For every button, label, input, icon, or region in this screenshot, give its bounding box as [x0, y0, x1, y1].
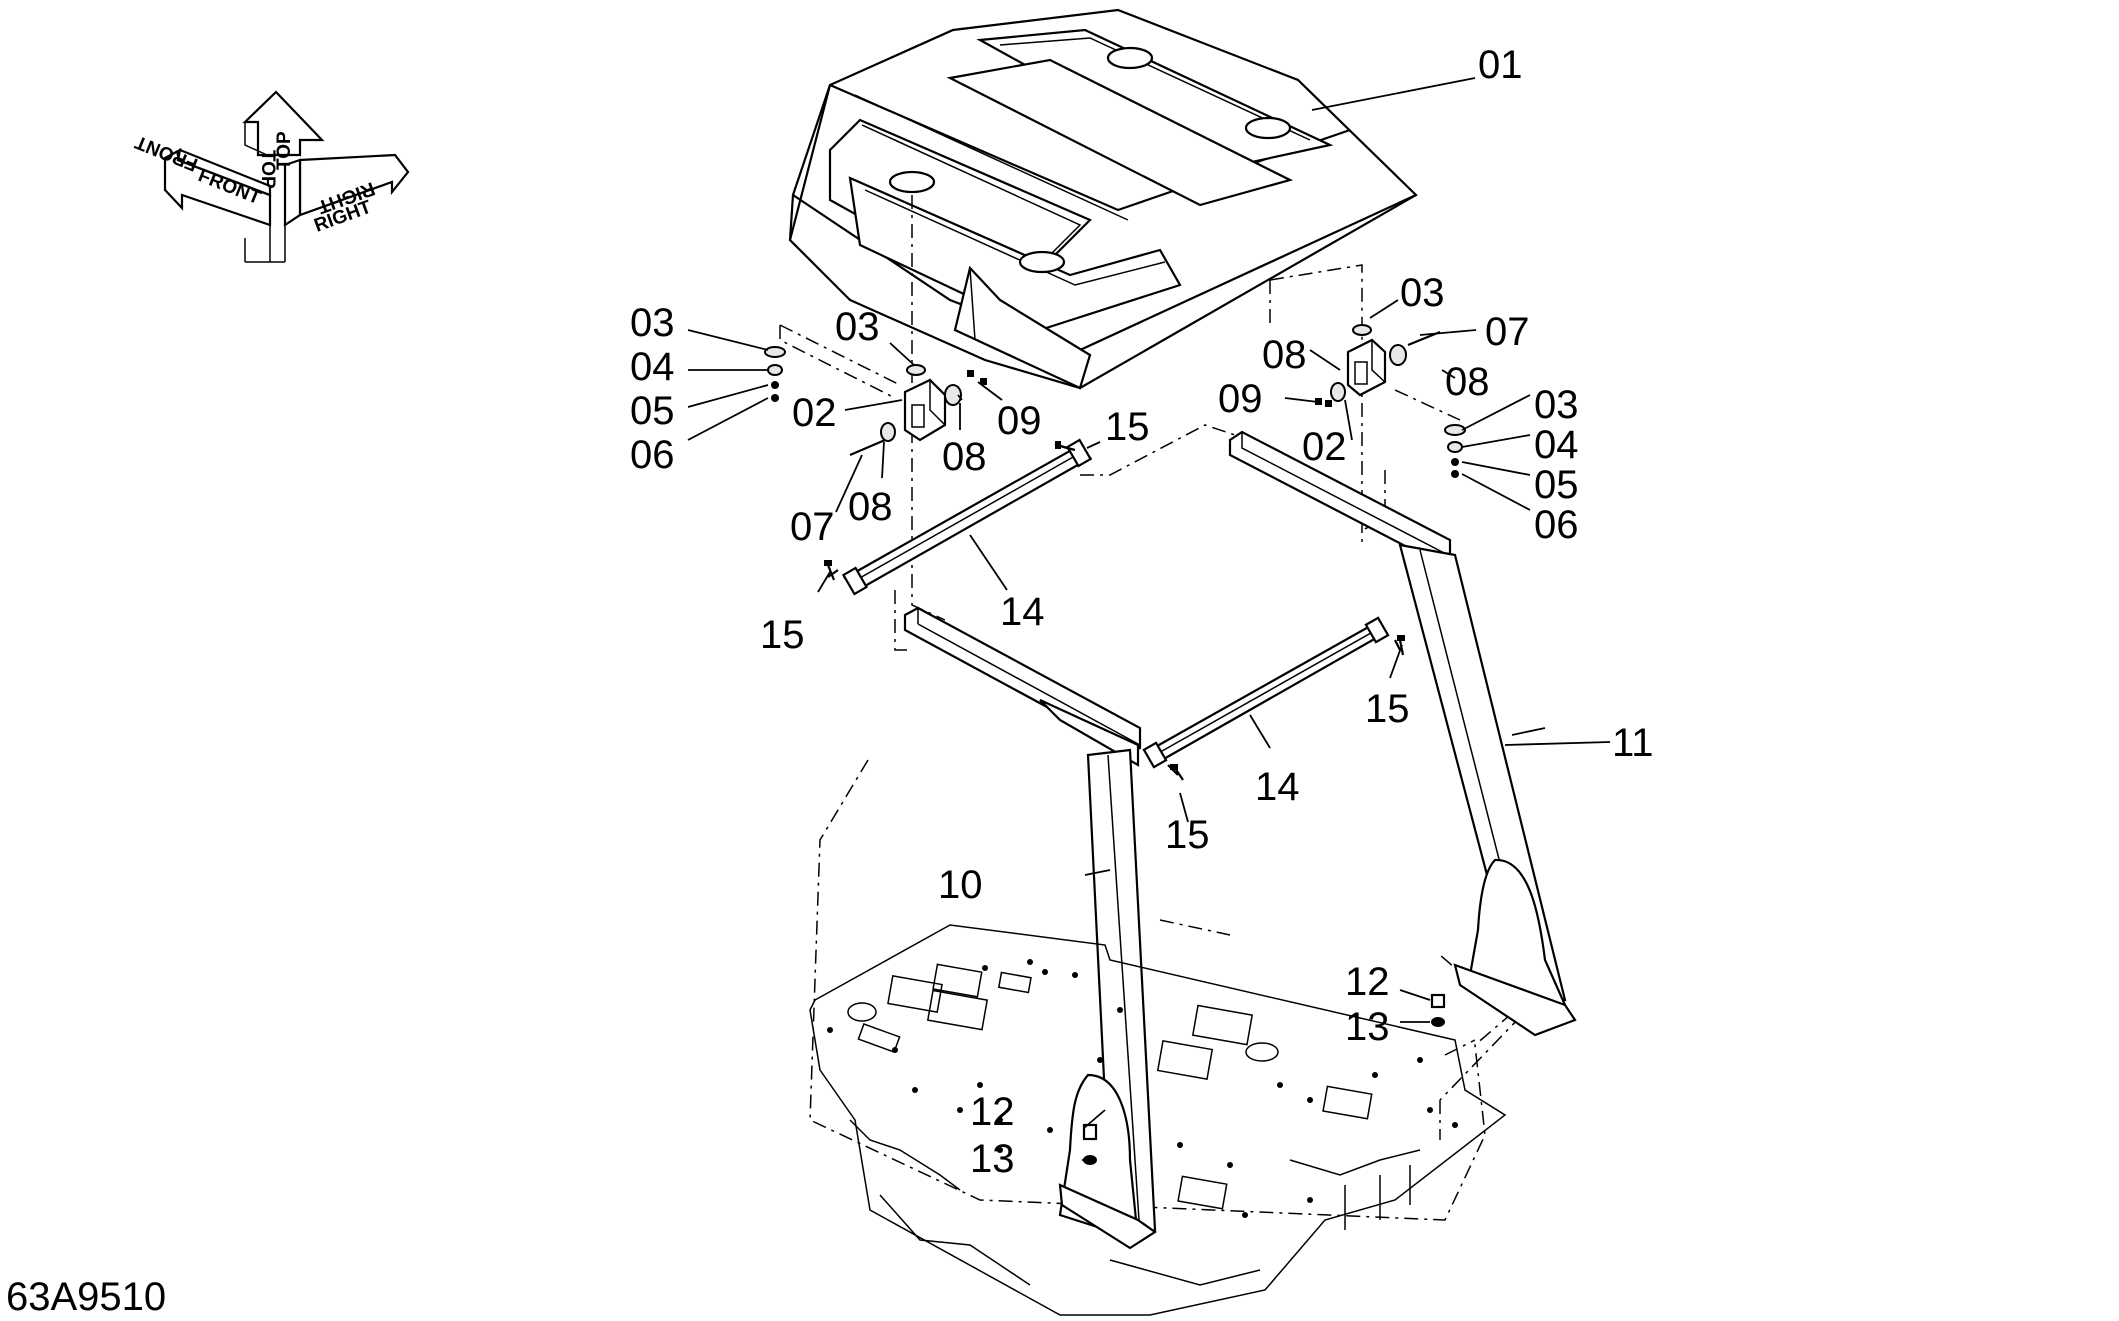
callout-08: 08: [1262, 333, 1307, 377]
floor-bolts: [1082, 993, 1446, 1165]
callout-06: 06: [1534, 503, 1579, 547]
callout-08: 08: [848, 485, 893, 529]
callout-08: 08: [1445, 360, 1490, 404]
callout-01: 01: [1478, 43, 1523, 87]
post-10: [903, 606, 1157, 1250]
leader-lines: [687, 77, 1611, 1161]
callout-02: 02: [1302, 425, 1347, 469]
top-label-b: TOP: [274, 131, 295, 170]
callout-14: 14: [1000, 590, 1045, 634]
callout-03: 03: [1534, 383, 1579, 427]
assembly-lines: [779, 195, 1523, 1225]
top-label-a: TOP: [257, 150, 278, 189]
post-11: [1228, 430, 1577, 1037]
callout-13: 13: [1345, 1005, 1390, 1049]
callout-09: 09: [997, 399, 1042, 443]
canopy-roof: [788, 8, 1418, 390]
cross-bar-lower: [1142, 616, 1401, 776]
callout-05: 05: [1534, 463, 1579, 507]
callout-13: 13: [970, 1137, 1015, 1181]
callout-15: 15: [1365, 687, 1410, 731]
callout-04: 04: [1534, 423, 1579, 467]
callout-labels: 01 03 04 05 06 03 02 08 09 15 08 07 14 1…: [630, 43, 1654, 1181]
hardware-right: [1315, 324, 1466, 478]
callout-06: 06: [630, 433, 675, 477]
floor-plate: [809, 924, 1507, 1316]
callout-03: 03: [835, 305, 880, 349]
orientation-arrow-icon: FRONT FRONT TOP TOP RIGHT RIGHT: [132, 90, 410, 263]
cross-bar-upper: [827, 438, 1093, 596]
bolts-15: [824, 441, 1405, 781]
callout-04: 04: [630, 345, 675, 389]
callout-15: 15: [760, 613, 805, 657]
callout-07: 07: [790, 505, 835, 549]
callout-03: 03: [1400, 271, 1445, 315]
callout-03: 03: [630, 301, 675, 345]
callout-12: 12: [1345, 960, 1390, 1004]
callout-14: 14: [1255, 765, 1300, 809]
callout-08: 08: [942, 435, 987, 479]
callout-09: 09: [1218, 377, 1263, 421]
callout-15: 15: [1165, 813, 1210, 857]
callout-10: 10: [938, 863, 983, 907]
callout-07: 07: [1485, 310, 1530, 354]
callout-15: 15: [1105, 405, 1150, 449]
callout-02: 02: [792, 391, 837, 435]
callout-12: 12: [970, 1090, 1015, 1134]
hardware-left: [764, 346, 987, 457]
callout-05: 05: [630, 389, 675, 433]
callout-11: 11: [1612, 721, 1654, 765]
drawing-code: 63A9510: [6, 1275, 166, 1319]
